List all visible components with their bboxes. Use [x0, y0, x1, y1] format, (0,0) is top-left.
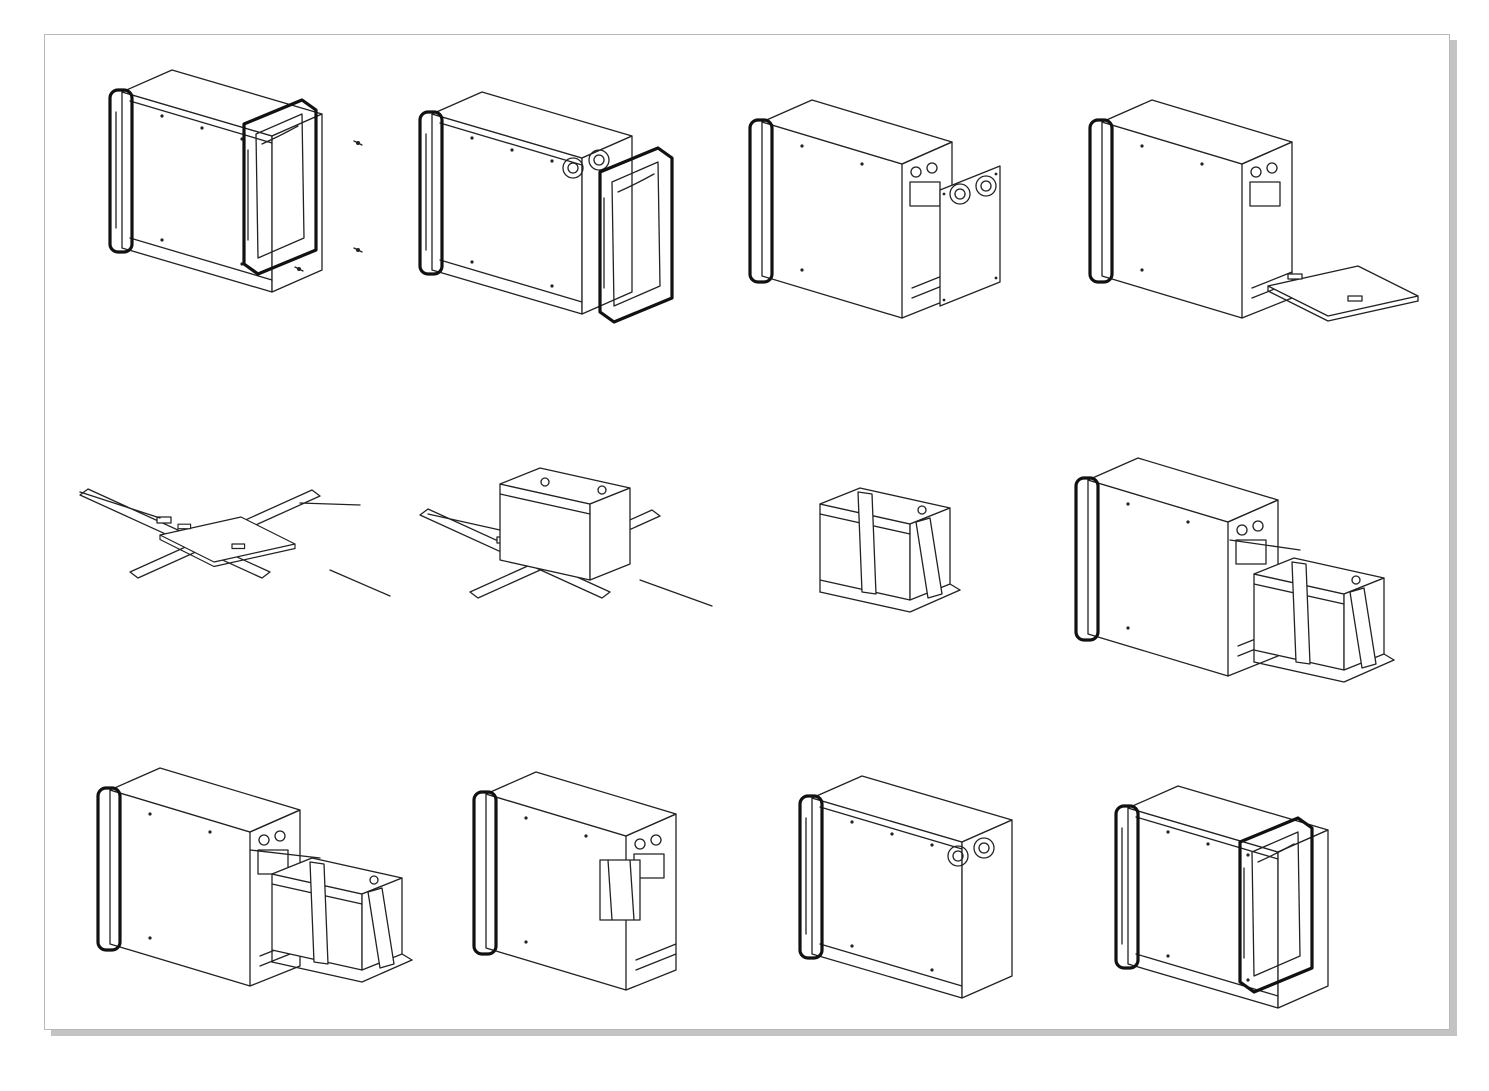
- step-4-tray-removed: [1088, 98, 1419, 322]
- step-2-front-bezel-removed: [418, 90, 674, 324]
- step-1-unit-complete-screws-removed: [108, 68, 363, 294]
- step-12-unit-complete: [1114, 784, 1330, 1010]
- step-8-battery-inserting: [1074, 456, 1394, 682]
- step-3-side-panel-removed: [748, 98, 1001, 320]
- step-7-battery-strapped: [820, 488, 960, 612]
- step-10-battery-installed: [472, 770, 678, 992]
- step-11-side-panel-installed: [798, 774, 1014, 1000]
- step-5-tray-with-straps: [79, 488, 391, 597]
- step-6-battery-placed-on-tray: [419, 467, 713, 607]
- step-9-battery-inserting: [96, 766, 412, 988]
